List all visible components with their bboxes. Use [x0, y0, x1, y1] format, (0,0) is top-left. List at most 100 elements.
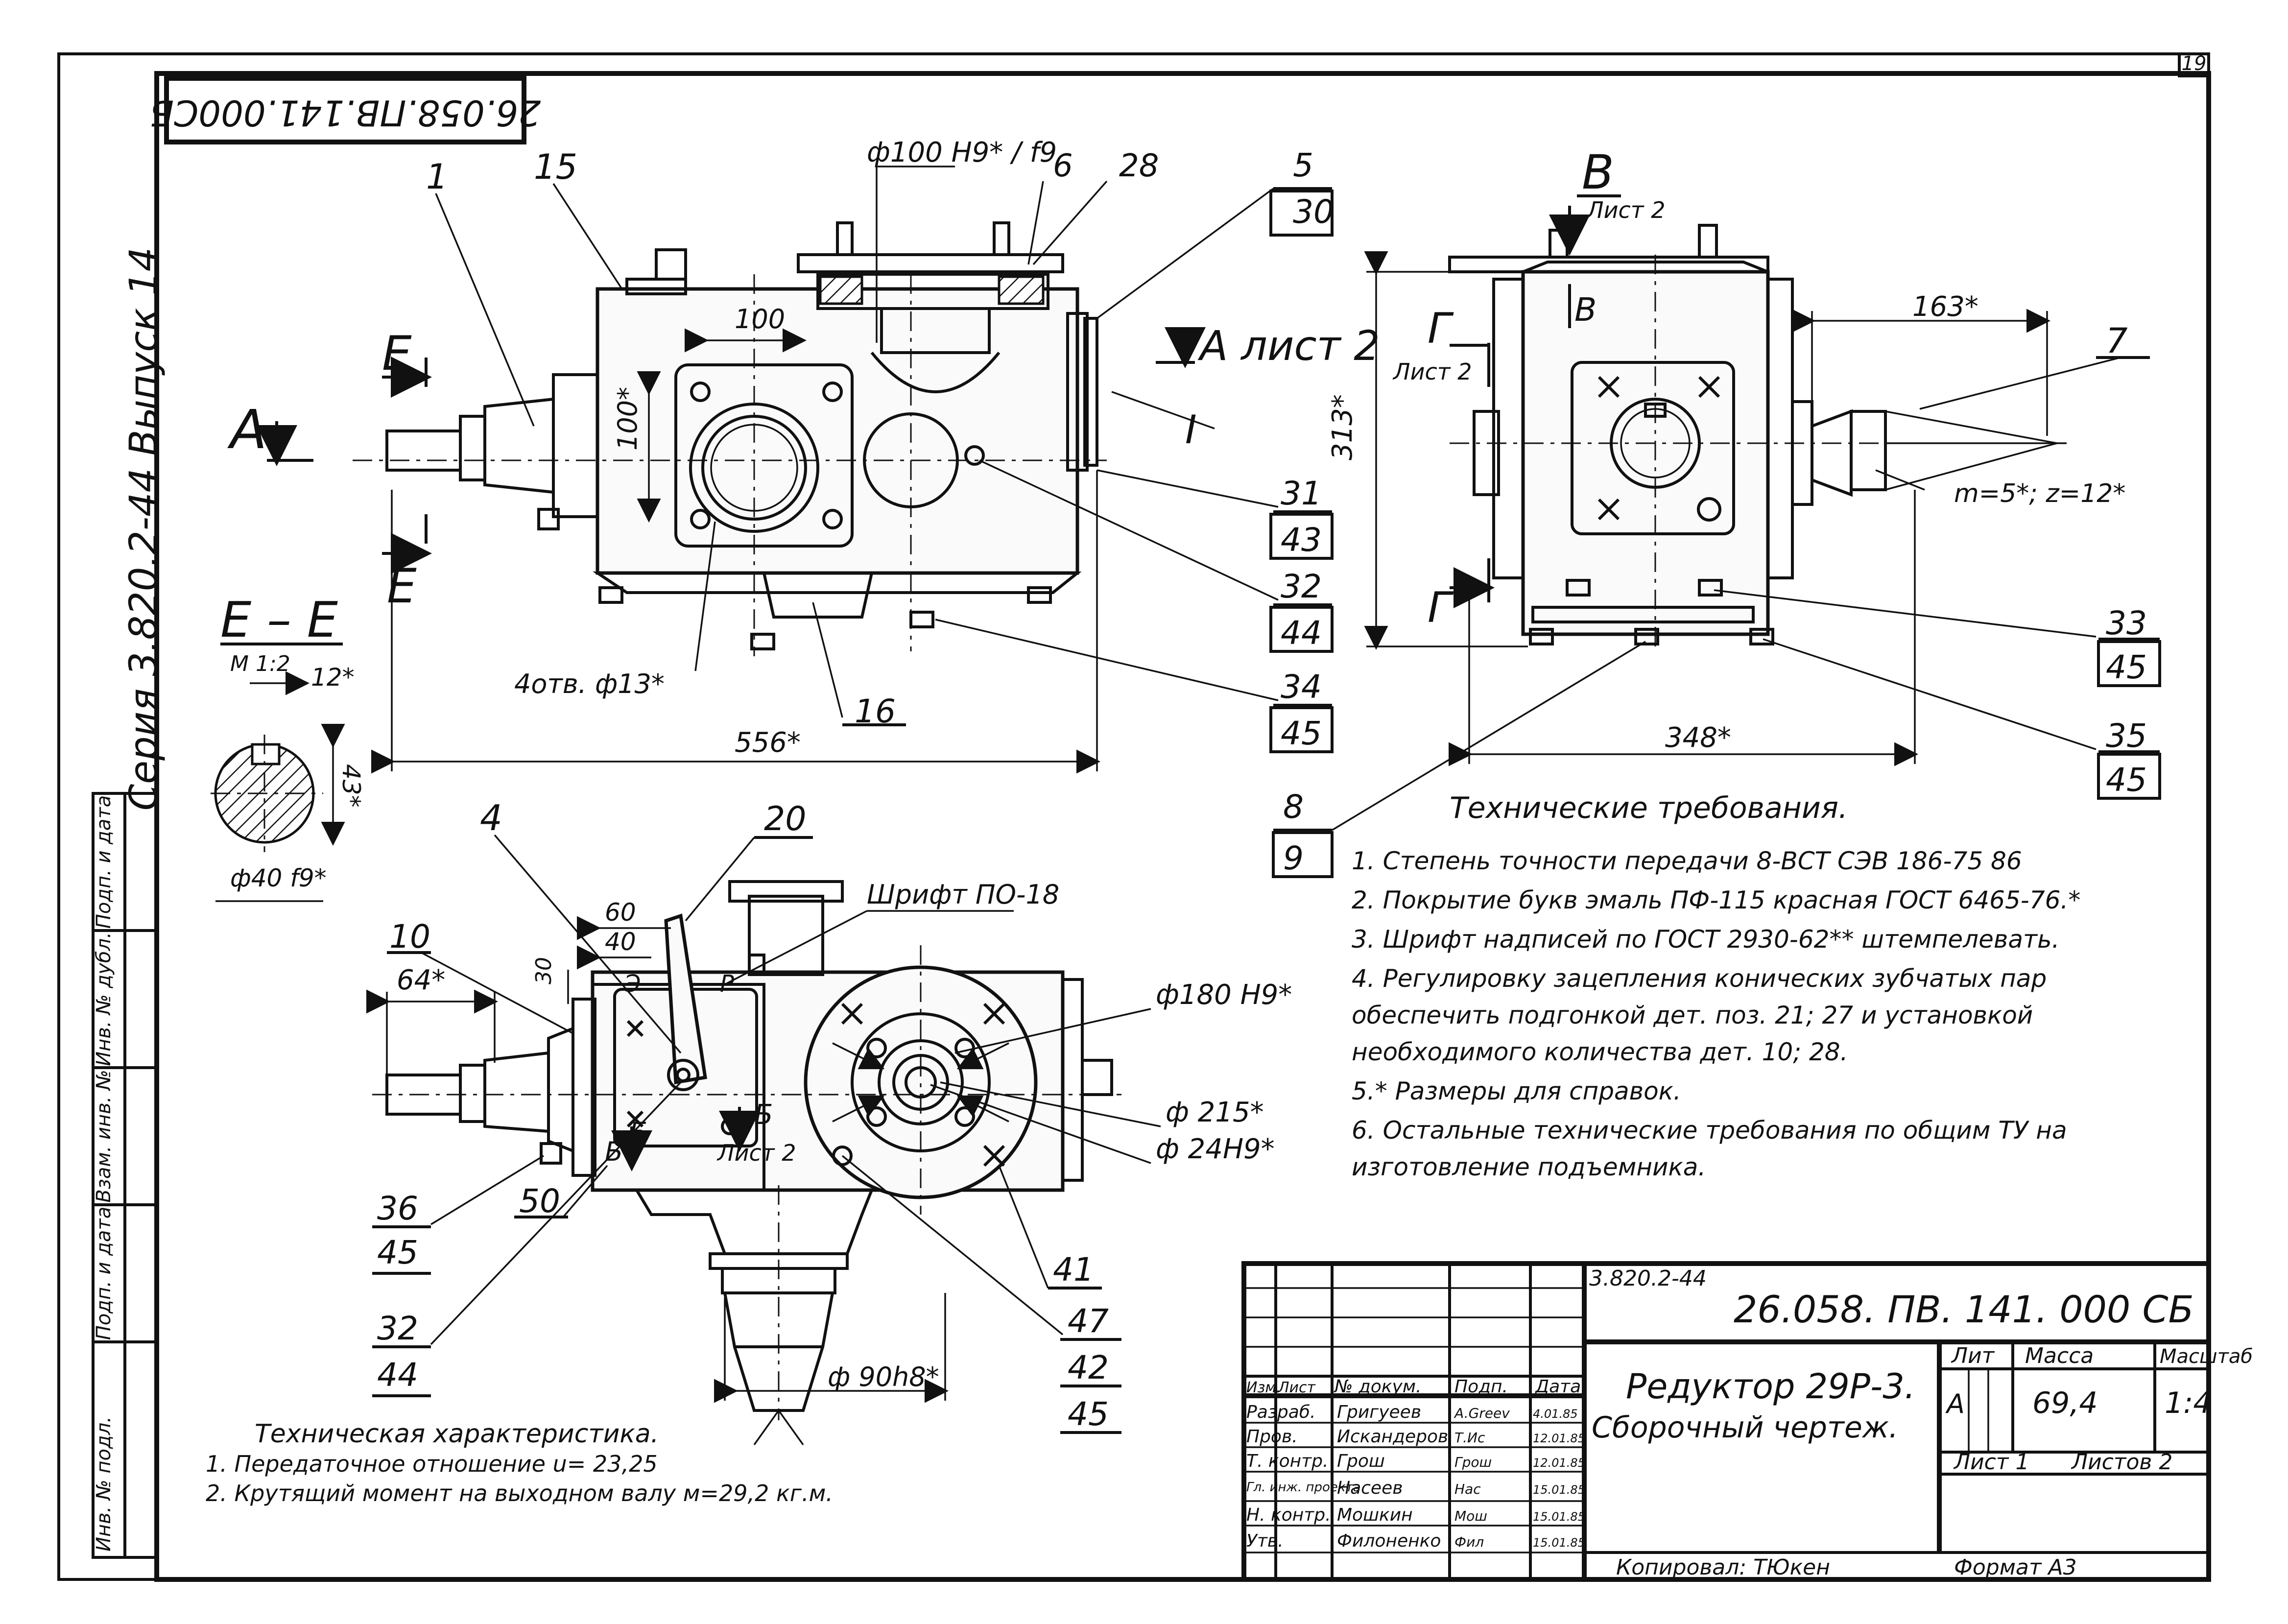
- page-number-box: [2178, 52, 2210, 77]
- dim-len556: 556*: [735, 727, 801, 759]
- tech-req-4c: необходимого количества дет. 10; 28.: [1352, 1038, 1848, 1066]
- tb-scale: 1:4: [2165, 1386, 2212, 1420]
- callout-28: 28: [1119, 148, 1159, 184]
- section-E-bottom: Е: [387, 559, 417, 614]
- designation-rotated: 26.058.ПВ.141.000СБ: [150, 92, 541, 133]
- callout-15: 15: [534, 147, 577, 187]
- tb-name-4: Насеев: [1337, 1478, 1403, 1498]
- letter-E: Э: [624, 970, 641, 998]
- callout-45-d: 45: [377, 1234, 418, 1271]
- tb-sheets: Листов 2: [2071, 1450, 2172, 1475]
- callout-20: 20: [764, 800, 807, 838]
- tb-date-5: 15.01.85: [1533, 1510, 1585, 1524]
- dim-ee-12: 12*: [311, 663, 355, 692]
- series-vertical: Серия 3.820.2-44 Выпуск 14: [122, 247, 166, 811]
- section-G-sheet: Лист 2: [1392, 358, 1472, 385]
- tb-date-2: 12.01.85: [1533, 1432, 1585, 1445]
- section-E-top: Е: [382, 326, 412, 381]
- callout-8: 8: [1283, 788, 1304, 826]
- tech-char-1: 1. Передаточное отношение u= 23,25: [206, 1451, 658, 1477]
- dim-d100: ф100 Н9* / f9: [867, 137, 1057, 168]
- tb-sign-4: Нас: [1454, 1481, 1481, 1497]
- callout-33: 33: [2106, 604, 2147, 642]
- callout-50: 50: [519, 1182, 560, 1220]
- tb-role-6: Утв.: [1246, 1531, 1284, 1551]
- tech-req-5: 5.* Размеры для справок.: [1352, 1077, 1681, 1105]
- tb-name-1: Григуеев: [1337, 1402, 1421, 1422]
- format: Формат А3: [1954, 1555, 2077, 1580]
- tech-req-4b: обеспечить подгонкой дет. поз. 21; 27 и …: [1352, 1001, 2033, 1029]
- dim-w100: 100: [735, 304, 785, 334]
- callout-45-b: 45: [2106, 648, 2147, 686]
- callout-I: I: [1185, 407, 1197, 453]
- dim-holes: 4отв. ф13*: [514, 669, 665, 699]
- tb-role-4: Гл. инж. проекта: [1246, 1480, 1361, 1495]
- section-B: В: [1582, 145, 1614, 200]
- copied-by: Копировал: ТЮкен: [1616, 1555, 1830, 1580]
- outer-frame: [57, 52, 2210, 1581]
- tb-sign-3: Грош: [1454, 1454, 1492, 1470]
- dim-h313: 313*: [1327, 394, 1358, 460]
- callout-32: 32: [1281, 568, 1322, 605]
- tb-name-2: Искандеров: [1337, 1427, 1448, 1447]
- tb-mass-header: Масса: [2025, 1343, 2094, 1368]
- tb-sign-1: A.Greev: [1454, 1405, 1510, 1421]
- strip-label-5: Подп. и дата: [93, 795, 115, 929]
- tb-sheet: Лист 1: [1953, 1450, 2029, 1475]
- callout-41: 41: [1053, 1251, 1094, 1289]
- callout-44-b: 44: [377, 1356, 418, 1394]
- dim-d90: ф 90h8*: [828, 1361, 939, 1392]
- inner-frame: [154, 71, 2211, 1582]
- dim-h30: 30: [531, 957, 556, 984]
- callout-47: 47: [1068, 1302, 1109, 1340]
- tb-lit-header: Лит: [1951, 1343, 1995, 1368]
- tb-col-doc: № докум.: [1334, 1377, 1421, 1397]
- callout-34: 34: [1281, 668, 1322, 706]
- section-EE-title: Е – Е: [220, 591, 338, 648]
- callout-45-c: 45: [2106, 761, 2147, 799]
- tb-col-sign: Подп.: [1454, 1377, 1508, 1397]
- title-name-2: Сборочный чертеж.: [1592, 1410, 1898, 1445]
- dim-w60: 60: [605, 898, 636, 927]
- strip-label-3: Взам. инв. №: [93, 1070, 115, 1203]
- callout-45-e: 45: [1068, 1395, 1109, 1433]
- callout-10: 10: [389, 918, 430, 955]
- dim-ee-43: 43*: [337, 764, 365, 808]
- tech-req-title: Технические требования.: [1450, 791, 1848, 825]
- dim-h100: 100*: [612, 387, 643, 451]
- top-view-labels: 100 100* ф100 Н9* / f9 4отв. ф13* 556* 1…: [227, 137, 1380, 759]
- side-view-labels: 313* 163* 348* m=5*; z=12* В Лист 2 В Г …: [1272, 145, 2161, 878]
- callout-32-b: 32: [377, 1310, 418, 1347]
- callout-43: 43: [1281, 521, 1322, 559]
- strip-label-2: Подп. и дата: [93, 1207, 115, 1340]
- dim-ee-d40: ф40 f9*: [230, 864, 327, 892]
- callout-6: 6: [1053, 148, 1073, 184]
- dim-gear: m=5*; z=12*: [1954, 479, 2125, 508]
- left-strip: Инв. № подл. Подп. и дата Взам. инв. № И…: [92, 792, 158, 1559]
- tb-date-6: 15.01.85: [1533, 1536, 1585, 1550]
- dim-d180: ф180 Н9*: [1156, 979, 1292, 1011]
- front-view: [366, 880, 1121, 1446]
- callout-35: 35: [2106, 717, 2147, 755]
- title-designation: 26.058. ПВ. 141. 000 СБ: [1734, 1288, 2194, 1331]
- tb-sign-6: Фил: [1454, 1534, 1484, 1550]
- tech-req-4: 4. Регулировку зацепления конических зуб…: [1352, 964, 2047, 993]
- tb-col-date: Дата: [1534, 1377, 1581, 1397]
- strip-label-4: Инв. № дубл.: [93, 932, 115, 1066]
- tech-req-3: 3. Шрифт надписей по ГОСТ 2930-62** штем…: [1352, 925, 2059, 954]
- callout-7: 7: [2106, 321, 2128, 361]
- dim-w40: 40: [605, 928, 636, 956]
- tb-role-1: Разраб.: [1246, 1402, 1315, 1422]
- front-sheet2: Лист 2: [716, 1140, 796, 1166]
- section-EE: Е – Е М 1:2 12* 43* ф40 f9*: [211, 591, 365, 902]
- dim-d24: ф 24Н9*: [1156, 1133, 1275, 1165]
- tb-sign-2: Т.Ис: [1454, 1430, 1485, 1446]
- tech-req-6b: изготовление подъемника.: [1352, 1153, 1706, 1181]
- tech-req-1: 1. Степень точности передачи 8-ВСТ СЭВ 1…: [1352, 847, 2022, 875]
- title-name-1: Редуктор 29Р-3.: [1626, 1366, 1915, 1407]
- section-G-bottom: Г: [1428, 583, 1454, 632]
- section-B-small: В: [1574, 291, 1597, 329]
- section-B-sheet: Лист 2: [1586, 197, 1665, 223]
- tb-col-list: Лист: [1278, 1379, 1316, 1396]
